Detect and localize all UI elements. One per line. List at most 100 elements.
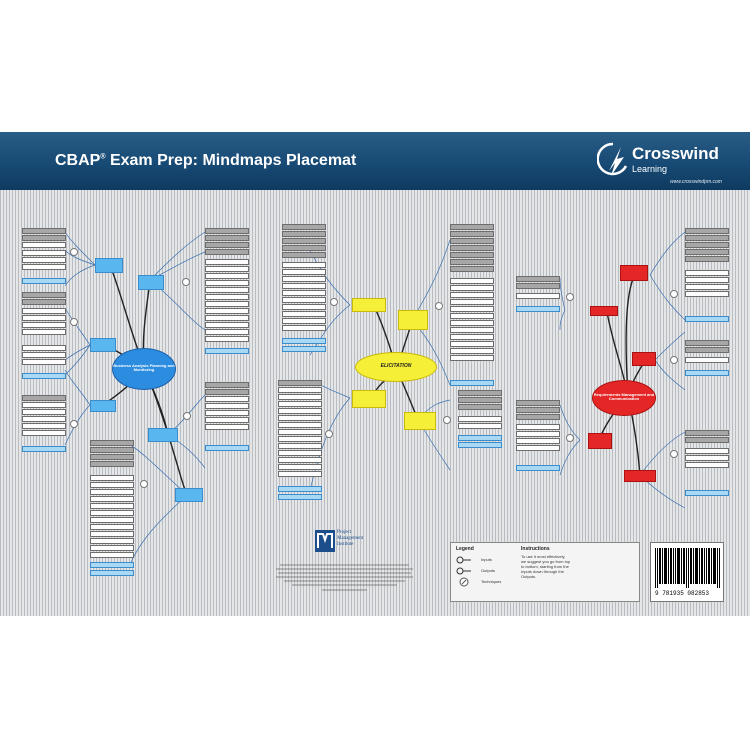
task-node xyxy=(624,470,656,482)
input-box xyxy=(278,471,322,477)
input-box xyxy=(516,424,560,430)
input-box xyxy=(685,437,729,443)
input-box xyxy=(278,408,322,414)
input-box xyxy=(450,348,494,354)
input-box xyxy=(458,423,502,429)
input-box xyxy=(278,443,322,449)
input-box xyxy=(205,336,249,342)
barcode: 9 781935 082853 xyxy=(650,542,724,602)
legend-outputs: Outputs xyxy=(481,568,496,573)
output-box xyxy=(90,562,134,568)
output-box xyxy=(282,338,326,344)
input-box xyxy=(90,517,134,523)
input-box xyxy=(278,380,322,386)
input-arrow-icon xyxy=(456,556,471,564)
input-box xyxy=(282,238,326,244)
input-box xyxy=(22,257,66,263)
input-box xyxy=(205,424,249,430)
input-box xyxy=(90,503,134,509)
input-box xyxy=(90,496,134,502)
input-box xyxy=(205,249,249,255)
technique-icon xyxy=(70,420,78,428)
input-box xyxy=(90,510,134,516)
input-box xyxy=(278,394,322,400)
input-box xyxy=(685,340,729,346)
input-box xyxy=(22,228,66,234)
instructions-line: Outputs. xyxy=(521,574,537,579)
input-box xyxy=(516,400,560,406)
input-box xyxy=(278,429,322,435)
input-box xyxy=(22,299,66,305)
input-box xyxy=(22,359,66,365)
input-box xyxy=(90,475,134,481)
task-node xyxy=(352,390,386,408)
input-box xyxy=(22,345,66,351)
input-box xyxy=(516,407,560,413)
input-box xyxy=(282,262,326,268)
input-box xyxy=(282,252,326,258)
output-box xyxy=(458,435,502,441)
input-box xyxy=(685,462,729,468)
input-box xyxy=(685,291,729,297)
technique-icon xyxy=(443,416,451,424)
task-node xyxy=(148,428,178,442)
technique-icon xyxy=(182,278,190,286)
output-box xyxy=(22,278,66,284)
technique-icon xyxy=(566,434,574,442)
technique-icon xyxy=(670,450,678,458)
input-box xyxy=(458,397,502,403)
input-box xyxy=(685,249,729,255)
input-box xyxy=(685,235,729,241)
task-node xyxy=(90,338,116,352)
input-box xyxy=(90,482,134,488)
input-box xyxy=(685,270,729,276)
input-box xyxy=(685,357,729,363)
input-box xyxy=(458,416,502,422)
input-box xyxy=(22,308,66,314)
input-box xyxy=(22,409,66,415)
output-box xyxy=(458,442,502,448)
input-box xyxy=(278,457,322,463)
input-box xyxy=(450,266,494,272)
input-box xyxy=(205,403,249,409)
input-box xyxy=(450,285,494,291)
input-box xyxy=(450,231,494,237)
input-box xyxy=(282,297,326,303)
input-box xyxy=(205,280,249,286)
task-node xyxy=(620,265,648,281)
input-box xyxy=(205,235,249,241)
technique-icon xyxy=(70,248,78,256)
input-box xyxy=(516,445,560,451)
input-box xyxy=(282,311,326,317)
input-box xyxy=(90,461,134,467)
input-box xyxy=(205,308,249,314)
output-box xyxy=(450,380,494,386)
input-box xyxy=(685,455,729,461)
center-node-rm-communication: Requirements Management and Communicatio… xyxy=(592,380,656,416)
input-box xyxy=(685,242,729,248)
input-box xyxy=(278,436,322,442)
brand-name: Crosswind xyxy=(632,144,719,163)
input-box xyxy=(205,228,249,234)
input-box xyxy=(22,416,66,422)
input-box xyxy=(278,464,322,470)
technique-icon xyxy=(459,577,469,587)
input-box xyxy=(90,524,134,530)
input-box xyxy=(90,489,134,495)
input-box xyxy=(22,352,66,358)
technique-icon xyxy=(670,356,678,364)
task-node xyxy=(95,258,123,273)
input-box xyxy=(450,259,494,265)
technique-icon xyxy=(566,293,574,301)
input-box xyxy=(22,242,66,248)
input-box xyxy=(205,329,249,335)
output-box xyxy=(685,370,729,376)
output-box xyxy=(278,486,322,492)
input-box xyxy=(205,266,249,272)
input-box xyxy=(205,315,249,321)
input-box xyxy=(205,242,249,248)
input-box xyxy=(22,315,66,321)
output-box xyxy=(516,465,560,471)
input-box xyxy=(685,448,729,454)
input-box xyxy=(205,322,249,328)
